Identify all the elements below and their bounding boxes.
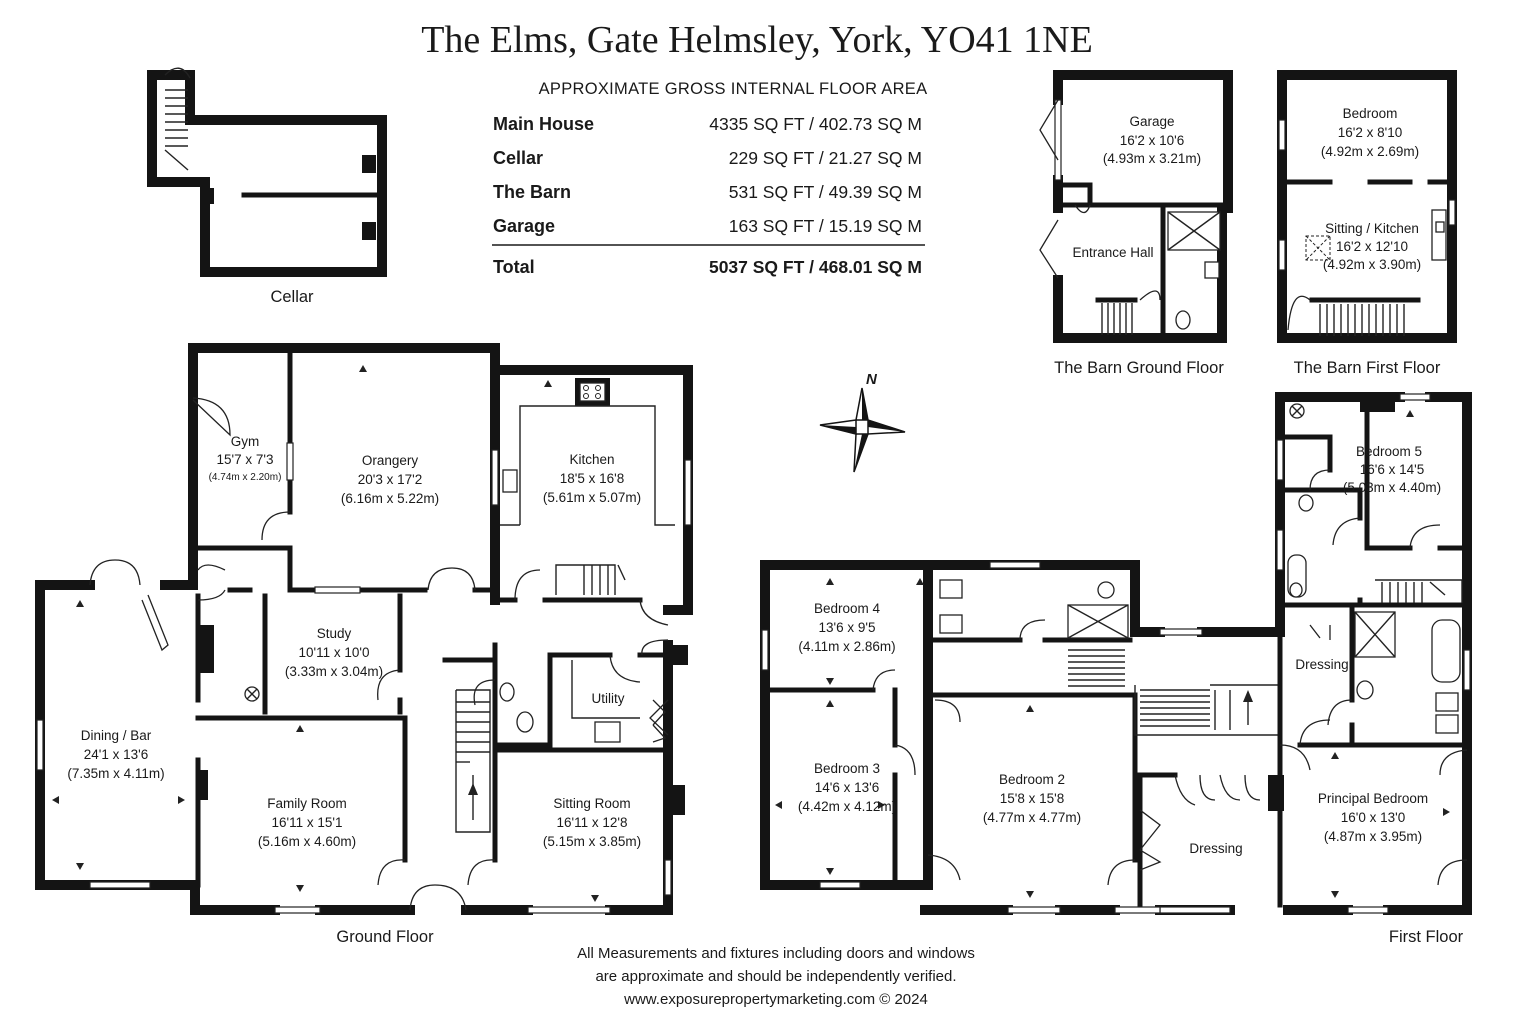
room-size-metric: (7.35m x 4.11m)	[67, 766, 164, 781]
room-size: 15'8 x 15'8	[1000, 791, 1064, 806]
room-size-metric: (5.16m x 4.60m)	[258, 834, 356, 849]
room-size: 16'6 x 14'5	[1360, 462, 1424, 477]
disclaimer-line: All Measurements and fixtures including …	[577, 945, 975, 962]
area-row-value: 531 SQ FT / 49.39 SQ M	[729, 182, 922, 202]
room-size: 13'6 x 9'5	[819, 620, 876, 635]
barn-ground-plan: Garage 16'2 x 10'6 (4.93m x 3.21m) Entra…	[1039, 70, 1233, 377]
room-size: 16'0 x 13'0	[1341, 810, 1405, 825]
room-size-metric: (5.61m x 5.07m)	[543, 490, 641, 505]
area-row-value: 229 SQ FT / 21.27 SQ M	[729, 148, 922, 168]
room-size-metric: (3.33m x 3.04m)	[285, 664, 383, 679]
room-size: 16'2 x 10'6	[1120, 133, 1184, 148]
barn-first-label: The Barn First Floor	[1294, 359, 1441, 377]
room-size: 24'1 x 13'6	[84, 747, 148, 762]
room-size: 20'3 x 17'2	[358, 472, 422, 487]
room-size-metric: (4.93m x 3.21m)	[1103, 151, 1201, 166]
room-name: Sitting / Kitchen	[1325, 221, 1419, 236]
area-table: APPROXIMATE GROSS INTERNAL FLOOR AREA Ma…	[492, 80, 927, 277]
room-size-metric: (4.11m x 2.86m)	[798, 639, 895, 654]
room-size-metric: (4.74m x 2.20m)	[209, 472, 282, 483]
room-size-metric: (4.77m x 4.77m)	[983, 810, 1081, 825]
compass-north-label: N	[866, 371, 878, 388]
room-name: Bedroom 5	[1356, 444, 1422, 459]
cellar-plan: Cellar	[147, 67, 387, 306]
room-size: 14'6 x 13'6	[815, 780, 879, 795]
website-credit: www.exposurepropertymarketing.com © 2024	[623, 991, 928, 1008]
room-name: Sitting Room	[553, 796, 630, 811]
area-row-label: Garage	[493, 216, 555, 236]
room-name: Principal Bedroom	[1318, 791, 1428, 806]
room-name: Entrance Hall	[1072, 245, 1153, 260]
room-name: Bedroom 2	[999, 772, 1065, 787]
room-name: Study	[317, 626, 352, 641]
cellar-label: Cellar	[270, 288, 314, 306]
disclaimer-line: are approximate and should be independen…	[595, 968, 956, 985]
area-total-value: 5037 SQ FT / 468.01 SQ M	[709, 257, 922, 277]
room-name: Dressing	[1189, 841, 1242, 856]
room-size-metric: (5.15m x 3.85m)	[543, 834, 641, 849]
room-size: 18'5 x 16'8	[560, 471, 624, 486]
room-size-metric: (4.92m x 2.69m)	[1321, 144, 1419, 159]
room-name: Family Room	[267, 796, 347, 811]
area-row-value: 4335 SQ FT / 402.73 SQ M	[709, 114, 922, 134]
page-title: The Elms, Gate Helmsley, York, YO41 1NE	[421, 19, 1093, 61]
area-row-label: The Barn	[493, 182, 571, 202]
room-name: Bedroom 3	[814, 761, 880, 776]
first-floor-plan: Bedroom 5 16'6 x 14'5 (5.03m x 4.40m) Be…	[760, 392, 1472, 946]
room-name: Orangery	[362, 453, 419, 468]
room-size: 16'11 x 15'1	[272, 815, 343, 830]
room-name: Dining / Bar	[81, 728, 152, 743]
compass-icon: N	[819, 371, 906, 473]
room-name: Bedroom 4	[814, 601, 881, 616]
room-size-metric: (4.42m x 4.12m)	[798, 799, 896, 814]
room-size: 10'11 x 10'0	[299, 645, 370, 660]
barn-first-plan: Bedroom 16'2 x 8'10 (4.92m x 2.69m) Sitt…	[1277, 70, 1457, 377]
room-name: Dressing	[1295, 657, 1348, 672]
room-size-metric: (5.03m x 4.40m)	[1343, 480, 1441, 495]
room-name: Utility	[592, 691, 625, 706]
room-size: 16'2 x 8'10	[1338, 125, 1402, 140]
room-name: Bedroom	[1343, 106, 1398, 121]
area-row-label: Main House	[493, 114, 594, 134]
room-name: Garage	[1129, 114, 1174, 129]
room-size: 16'2 x 12'10	[1336, 239, 1408, 254]
ground-floor-label: Ground Floor	[336, 928, 434, 946]
area-total-label: Total	[493, 257, 535, 277]
area-row-value: 163 SQ FT / 15.19 SQ M	[729, 216, 922, 236]
room-size: 16'11 x 12'8	[557, 815, 628, 830]
room-name: Gym	[231, 434, 260, 449]
room-size-metric: (4.92m x 3.90m)	[1323, 257, 1421, 272]
room-size-metric: (4.87m x 3.95m)	[1324, 829, 1422, 844]
ground-floor-plan: Gym 15'7 x 7'3 (4.74m x 2.20m) Orangery …	[35, 343, 693, 946]
room-name: Kitchen	[569, 452, 614, 467]
barn-ground-label: The Barn Ground Floor	[1054, 359, 1224, 377]
area-table-header: APPROXIMATE GROSS INTERNAL FLOOR AREA	[539, 80, 928, 98]
room-size-metric: (6.16m x 5.22m)	[341, 491, 439, 506]
area-row-label: Cellar	[493, 148, 543, 168]
room-size: 15'7 x 7'3	[217, 452, 274, 467]
first-floor-label: First Floor	[1389, 928, 1464, 946]
